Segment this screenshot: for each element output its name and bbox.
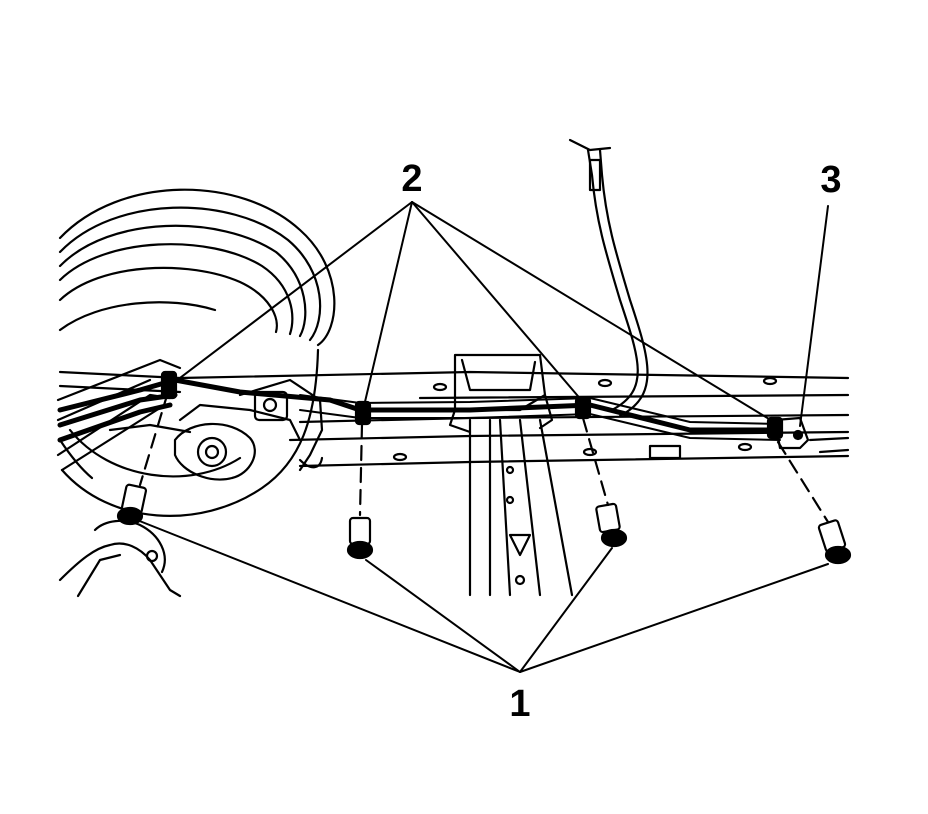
pipe-bundle-detail xyxy=(299,394,781,441)
callout-3: 3 xyxy=(820,159,841,201)
bolt-3 xyxy=(595,502,628,548)
leader-lines xyxy=(131,201,829,673)
callout-1: 1 xyxy=(509,683,530,725)
callout-2: 2 xyxy=(401,158,422,200)
spare-tire xyxy=(58,188,336,517)
center-frame-rail xyxy=(448,353,574,597)
parking-brake-cable xyxy=(568,138,649,418)
bolt-4 xyxy=(817,519,852,565)
pipe-clips xyxy=(160,370,784,440)
fastener-paths xyxy=(138,390,830,524)
bolt-2 xyxy=(346,516,374,560)
suspension-hub xyxy=(108,378,324,481)
